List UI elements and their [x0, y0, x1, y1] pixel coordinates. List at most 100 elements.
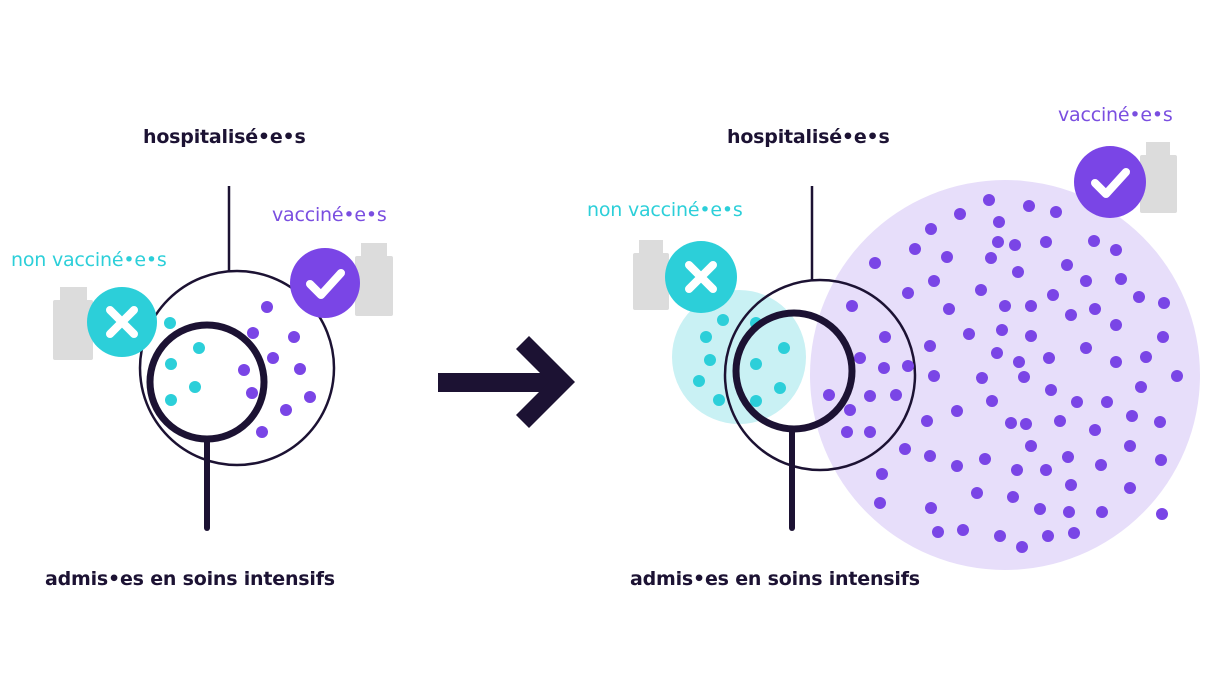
- right-hospitalised-title: hospitalisé•e•s: [727, 126, 890, 148]
- person-dot: [1054, 415, 1066, 427]
- person-dot: [1089, 424, 1101, 436]
- person-dot: [890, 389, 902, 401]
- person-dot: [700, 331, 712, 343]
- arrow-right-icon: [438, 336, 575, 428]
- person-dot: [1071, 396, 1083, 408]
- person-dot: [1040, 464, 1052, 476]
- person-dot: [876, 468, 888, 480]
- person-dot: [1115, 273, 1127, 285]
- person-dot: [1013, 356, 1025, 368]
- person-dot: [693, 375, 705, 387]
- person-dot: [294, 363, 306, 375]
- person-dot: [902, 360, 914, 372]
- person-dot: [1007, 491, 1019, 503]
- person-dot: [928, 275, 940, 287]
- person-dot: [261, 301, 273, 313]
- person-dot: [874, 497, 886, 509]
- person-dot: [983, 194, 995, 206]
- person-dot: [1135, 381, 1147, 393]
- person-dot: [954, 208, 966, 220]
- person-dot: [1110, 356, 1122, 368]
- right-vaccinated-dots: [823, 194, 1183, 553]
- person-dot: [909, 243, 921, 255]
- person-dot: [1025, 300, 1037, 312]
- right-hospitalised-circle: [723, 278, 917, 472]
- person-dot: [778, 342, 790, 354]
- person-dot: [704, 354, 716, 366]
- person-dot: [925, 223, 937, 235]
- person-dot: [1095, 459, 1107, 471]
- person-dot: [902, 287, 914, 299]
- right-vaccinated-vial-icon: [1140, 142, 1177, 213]
- left-hospitalised-title: hospitalisé•e•s: [143, 126, 306, 148]
- person-dot: [879, 331, 891, 343]
- person-dot: [164, 317, 176, 329]
- left-vaccinated-dots: [238, 301, 316, 438]
- person-dot: [921, 415, 933, 427]
- person-dot: [1133, 291, 1145, 303]
- person-dot: [280, 404, 292, 416]
- person-dot: [992, 236, 1004, 248]
- person-dot: [899, 443, 911, 455]
- left-vaccinated-label: vacciné•e•s: [272, 204, 387, 226]
- person-dot: [288, 331, 300, 343]
- person-dot: [1034, 503, 1046, 515]
- person-dot: [1043, 352, 1055, 364]
- person-dot: [1101, 396, 1113, 408]
- person-dot: [1089, 303, 1101, 315]
- right-x-badge-icon: [665, 241, 737, 313]
- person-dot: [1124, 482, 1136, 494]
- person-dot: [823, 389, 835, 401]
- person-dot: [256, 426, 268, 438]
- person-dot: [1016, 541, 1028, 553]
- left-unvaccinated-vial-icon: [53, 287, 93, 360]
- left-vaccinated-vial-icon: [355, 243, 393, 316]
- person-dot: [951, 405, 963, 417]
- person-dot: [1154, 416, 1166, 428]
- person-dot: [985, 252, 997, 264]
- person-dot: [750, 358, 762, 370]
- left-unvaccinated-dots: [164, 317, 205, 406]
- person-dot: [1040, 236, 1052, 248]
- left-icu-label: admis•es en soins intensifs: [45, 568, 335, 590]
- left-unvaccinated-label: non vacciné•e•s: [11, 249, 167, 271]
- person-dot: [1025, 440, 1037, 452]
- person-dot: [994, 530, 1006, 542]
- person-dot: [165, 358, 177, 370]
- right-check-badge-icon: [1074, 146, 1146, 218]
- person-dot: [1009, 239, 1021, 251]
- person-dot: [717, 314, 729, 326]
- person-dot: [1171, 370, 1183, 382]
- person-dot: [986, 395, 998, 407]
- person-dot: [304, 391, 316, 403]
- person-dot: [165, 394, 177, 406]
- person-dot: [1065, 309, 1077, 321]
- person-dot: [1023, 200, 1035, 212]
- person-dot: [924, 340, 936, 352]
- person-dot: [1005, 417, 1017, 429]
- person-dot: [951, 460, 963, 472]
- person-dot: [1158, 297, 1170, 309]
- person-dot: [869, 257, 881, 269]
- person-dot: [1126, 410, 1138, 422]
- person-dot: [267, 352, 279, 364]
- person-dot: [963, 328, 975, 340]
- person-dot: [193, 342, 205, 354]
- person-dot: [713, 394, 725, 406]
- person-dot: [1018, 371, 1030, 383]
- person-dot: [925, 502, 937, 514]
- person-dot: [924, 450, 936, 462]
- right-icu-label: admis•es en soins intensifs: [630, 568, 920, 590]
- right-vaccinated-label: vacciné•e•s: [1058, 104, 1173, 126]
- right-unvaccinated-label: non vacciné•e•s: [587, 199, 743, 221]
- right-unvaccinated-dots: [693, 314, 790, 407]
- person-dot: [841, 426, 853, 438]
- right-unvaccinated-vial-icon: [633, 240, 669, 310]
- person-dot: [943, 303, 955, 315]
- person-dot: [1045, 384, 1057, 396]
- person-dot: [1047, 289, 1059, 301]
- person-dot: [1065, 479, 1077, 491]
- person-dot: [941, 251, 953, 263]
